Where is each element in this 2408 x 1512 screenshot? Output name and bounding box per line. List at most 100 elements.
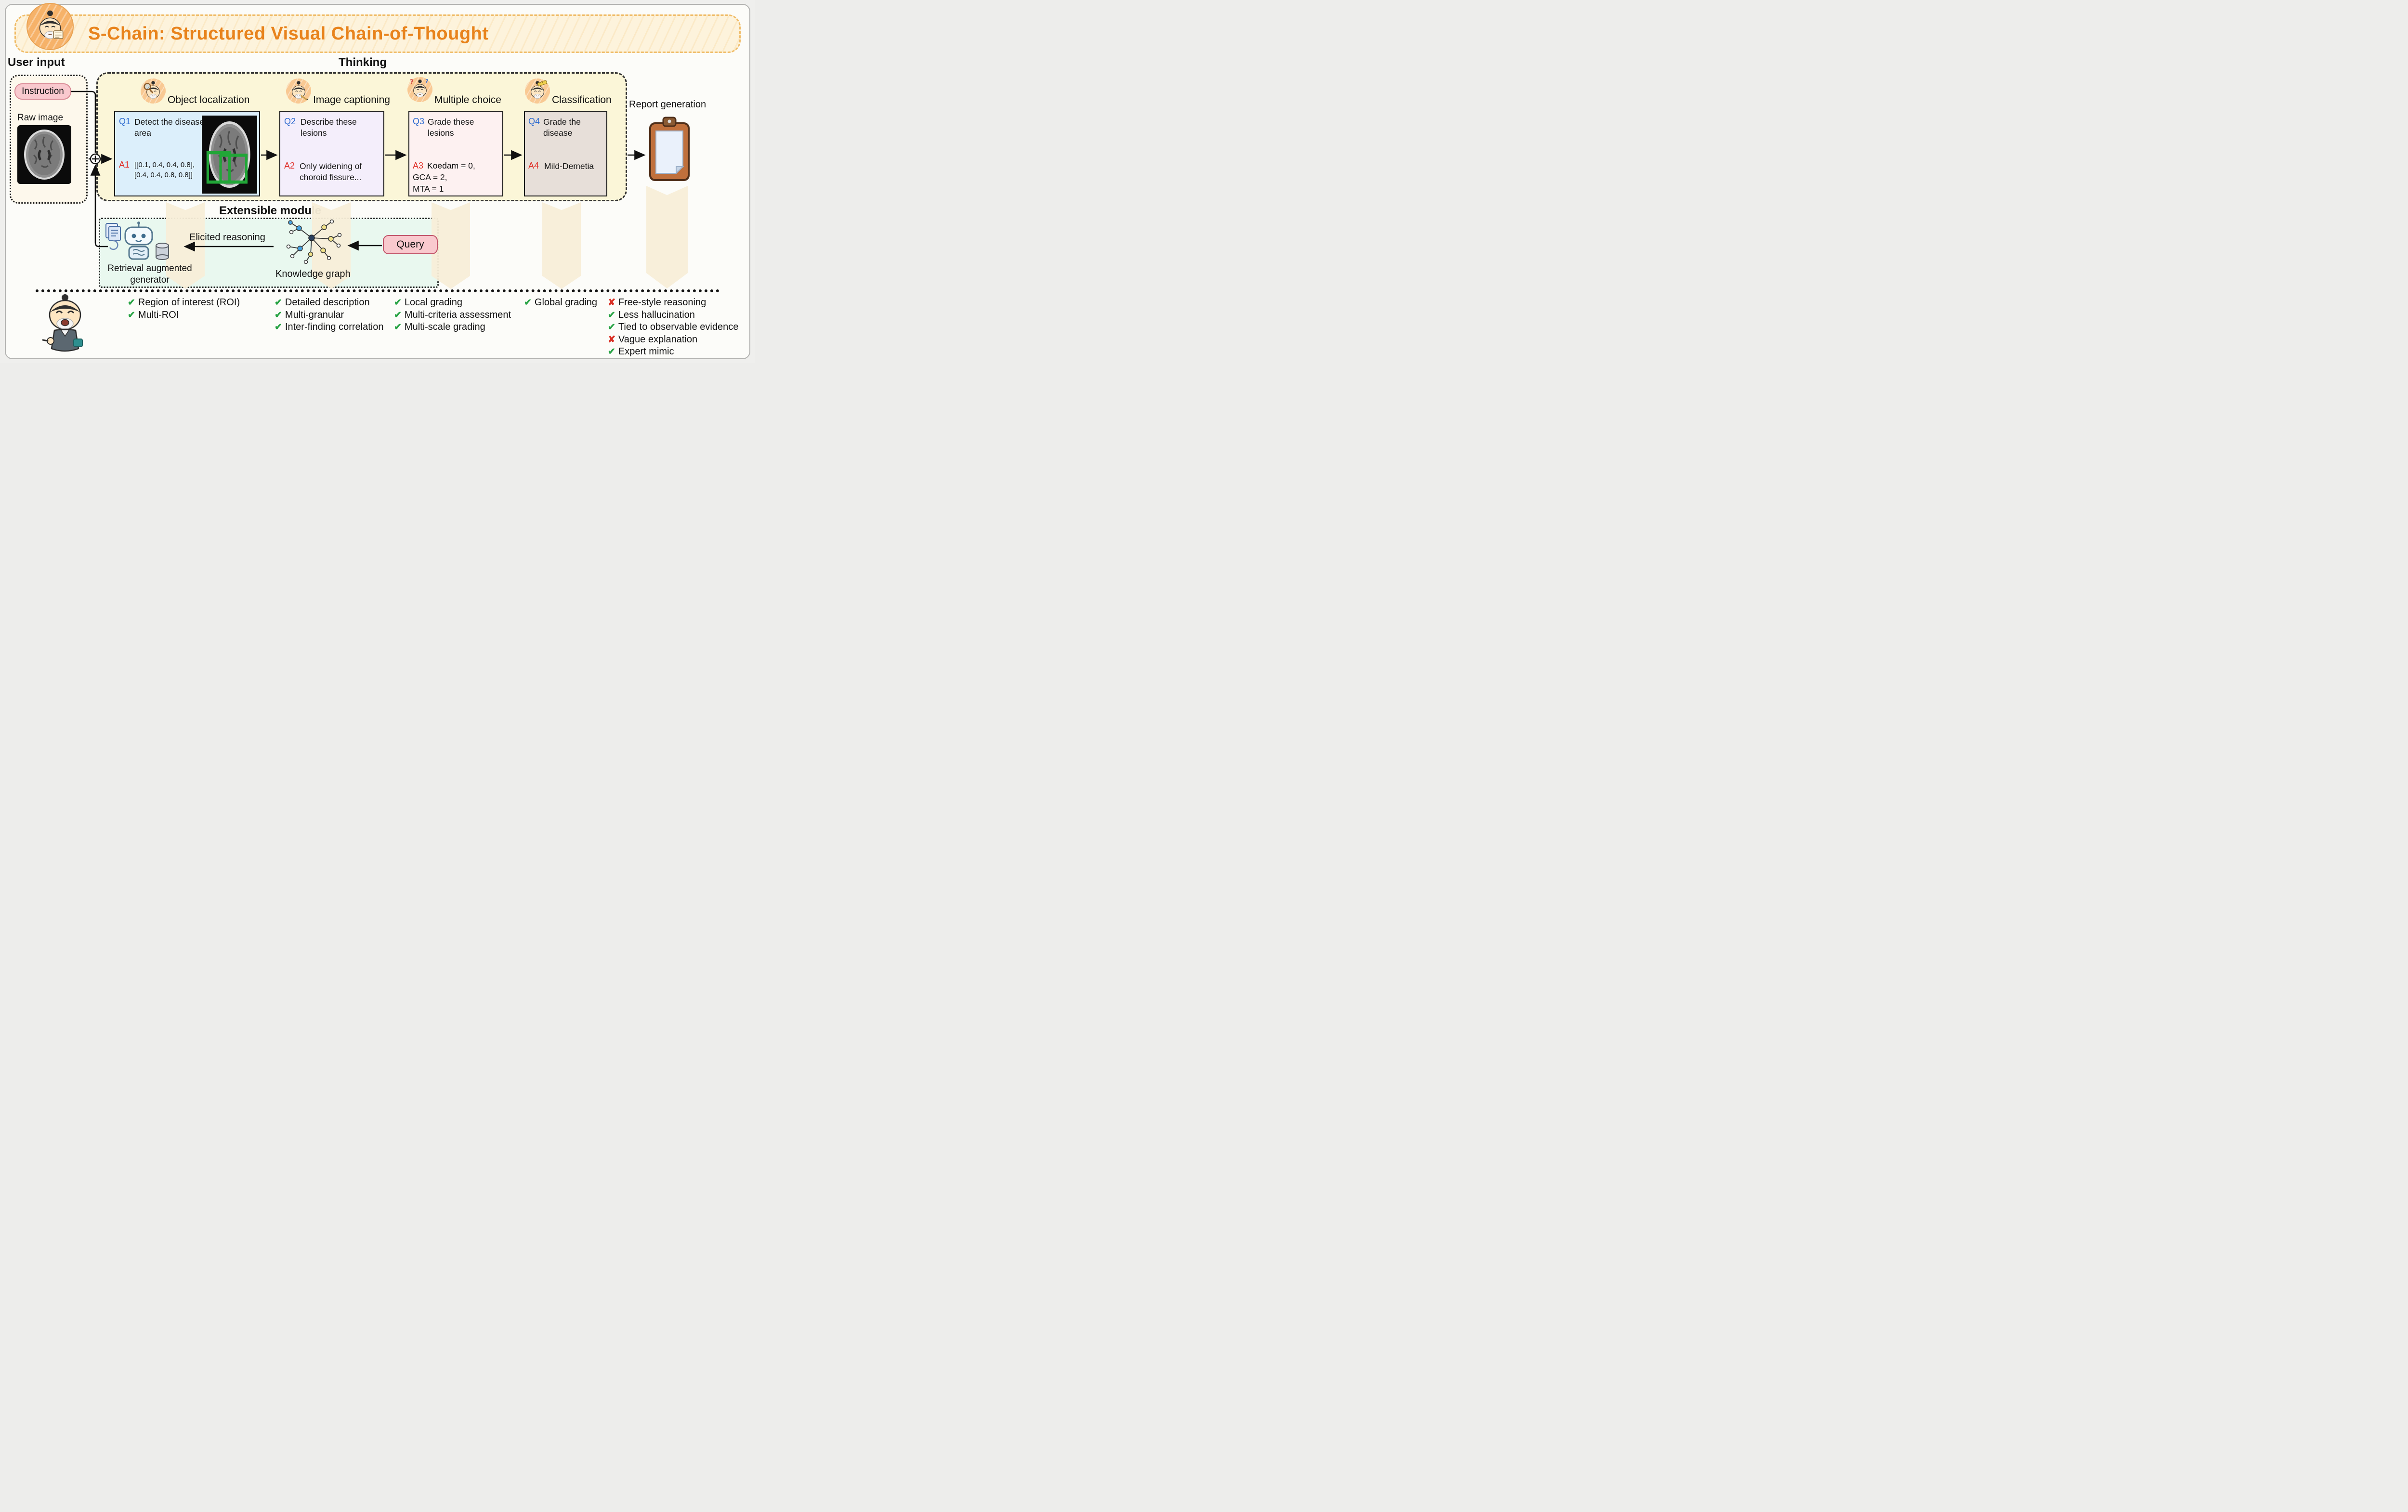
benefit-item: ✔Region of interest (ROI) <box>128 297 240 309</box>
check-icon: ✔ <box>128 310 135 320</box>
q3-question: Grade these lesions <box>428 117 474 138</box>
svg-text:?: ? <box>425 78 429 85</box>
check-icon: ✔ <box>128 298 135 308</box>
benefits-classification: ✔Global grading <box>524 297 597 309</box>
ruler-scholar-icon <box>526 80 548 102</box>
benefit-text: Multi-granular <box>285 309 344 320</box>
benefits-overall: ✘Free-style reasoning✔Less hallucination… <box>608 297 738 358</box>
retrieval-robot-icon <box>104 221 171 264</box>
benefit-text: Multi-scale grading <box>404 322 485 332</box>
query-pill: Query <box>383 235 438 254</box>
raw-image-label: Raw image <box>17 113 64 123</box>
q1-question: Detect the disease area <box>134 117 204 138</box>
a3-label: A3 <box>413 161 424 170</box>
roi-box-2 <box>219 154 248 184</box>
benefit-item: ✘Vague explanation <box>608 334 738 346</box>
benefits-choice: ✔Local grading✔Multi-criteria assessment… <box>394 297 511 334</box>
check-icon: ✔ <box>394 298 402 308</box>
flow-band-classification <box>542 202 581 289</box>
a4-label: A4 <box>528 161 539 170</box>
benefit-text: Less hallucination <box>618 309 695 320</box>
q4-label: Q4 <box>528 117 540 126</box>
figure-title: S-Chain: Structured Visual Chain-of-Thou… <box>88 23 489 44</box>
extensible-module-panel <box>99 218 439 288</box>
thinking-label: Thinking <box>339 56 387 69</box>
check-icon: ✔ <box>608 310 615 320</box>
q2-question: Describe these lesions <box>301 117 357 138</box>
benefit-text: Detailed description <box>285 297 370 308</box>
benefit-text: Multi-ROI <box>138 309 179 320</box>
stage-label-image-captioning: Image captioning <box>313 94 390 105</box>
object-localization-box: Q1 Detect the disease area A1 [[0.1, 0.4… <box>114 111 260 196</box>
report-generation-label: Report generation <box>629 99 707 110</box>
a1-answer: [[0.1, 0.4, 0.4, 0.8], [0.4, 0.4, 0.8, 0… <box>134 161 195 179</box>
check-icon: ✔ <box>608 322 615 332</box>
check-icon: ✔ <box>394 322 402 332</box>
check-icon: ✔ <box>275 310 282 320</box>
benefit-item: ✔Tied to observable evidence <box>608 321 738 334</box>
knowledge-graph-figure <box>277 218 347 266</box>
knowledge-graph-icon <box>286 219 342 264</box>
classification-box: Q4 Grade the disease A4 Mild-Demetia <box>524 111 607 196</box>
check-icon: ✔ <box>275 322 282 332</box>
figure-canvas: S-Chain: Structured Visual Chain-of-Thou… <box>0 0 755 363</box>
knowledge-graph-label: Knowledge graph <box>275 269 351 279</box>
stage-label-object-localization: Object localization <box>168 94 250 105</box>
extensible-module-label: Extensible module <box>219 204 322 217</box>
benefit-item: ✔Less hallucination <box>608 309 738 322</box>
benefit-text: Region of interest (ROI) <box>138 297 240 308</box>
a1-label: A1 <box>119 160 130 169</box>
benefit-text: Vague explanation <box>618 334 698 345</box>
benefit-item: ✘Free-style reasoning <box>608 297 738 309</box>
a2-label: A2 <box>284 161 295 170</box>
instruction-pill: Instruction <box>14 83 71 100</box>
benefit-item: ✔Detailed description <box>275 297 383 309</box>
check-icon: ✔ <box>524 298 532 308</box>
q3-label: Q3 <box>413 117 425 126</box>
laughing-scholar-icon <box>36 294 94 356</box>
annotated-brain-mri-image <box>202 116 257 194</box>
benefit-text: Expert mimic <box>618 346 674 357</box>
benefit-item: ✔Local grading <box>394 297 511 309</box>
benefit-item: ✔Multi-granular <box>275 309 383 322</box>
benefit-item: ✔Multi-criteria assessment <box>394 309 511 322</box>
a4-answer: Mild-Demetia <box>544 161 594 171</box>
a2-answer: Only widening of choroid fissure... <box>300 161 362 182</box>
robot-icon <box>105 222 169 260</box>
roi-box-1 <box>206 151 231 184</box>
benefit-text: Global grading <box>534 297 598 308</box>
q2-label: Q2 <box>284 117 296 126</box>
benefit-text: Tied to observable evidence <box>618 322 739 332</box>
q4-question: Grade the disease <box>543 117 581 138</box>
cross-icon: ✘ <box>608 298 615 308</box>
flow-band-choice <box>432 202 470 289</box>
benefit-item: ✔Expert mimic <box>608 346 738 358</box>
benefit-item: ✔Multi-ROI <box>128 309 240 322</box>
check-icon: ✔ <box>394 310 402 320</box>
flow-band-report <box>646 186 688 288</box>
question-marks-scholar-icon: ? ? <box>410 78 429 101</box>
elicited-reasoning-label: Elicited reasoning <box>189 232 265 243</box>
benefit-text: Inter-finding correlation <box>285 322 384 332</box>
svg-text:?: ? <box>410 78 414 86</box>
clipboard-icon <box>649 117 690 181</box>
benefits-captioning: ✔Detailed description✔Multi-granular✔Int… <box>275 297 383 334</box>
brain-mri-image <box>17 125 71 184</box>
check-icon: ✔ <box>275 298 282 308</box>
benefit-text: Local grading <box>404 297 463 308</box>
cross-icon: ✘ <box>608 334 615 345</box>
benefit-item: ✔Global grading <box>524 297 597 309</box>
raw-brain-mri-image <box>17 125 71 184</box>
object-localization-icon <box>141 78 166 104</box>
classification-icon <box>525 78 550 104</box>
check-icon: ✔ <box>608 347 615 357</box>
benefit-item: ✔Multi-scale grading <box>394 321 511 334</box>
pencil-scholar-icon <box>288 80 309 101</box>
benefit-item: ✔Inter-finding correlation <box>275 321 383 334</box>
benefit-text: Free-style reasoning <box>618 297 707 308</box>
laughing-scholar-icon <box>42 294 83 352</box>
title-banner: S-Chain: Structured Visual Chain-of-Thou… <box>14 14 741 53</box>
stage-label-multiple-choice: Multiple choice <box>434 94 501 105</box>
